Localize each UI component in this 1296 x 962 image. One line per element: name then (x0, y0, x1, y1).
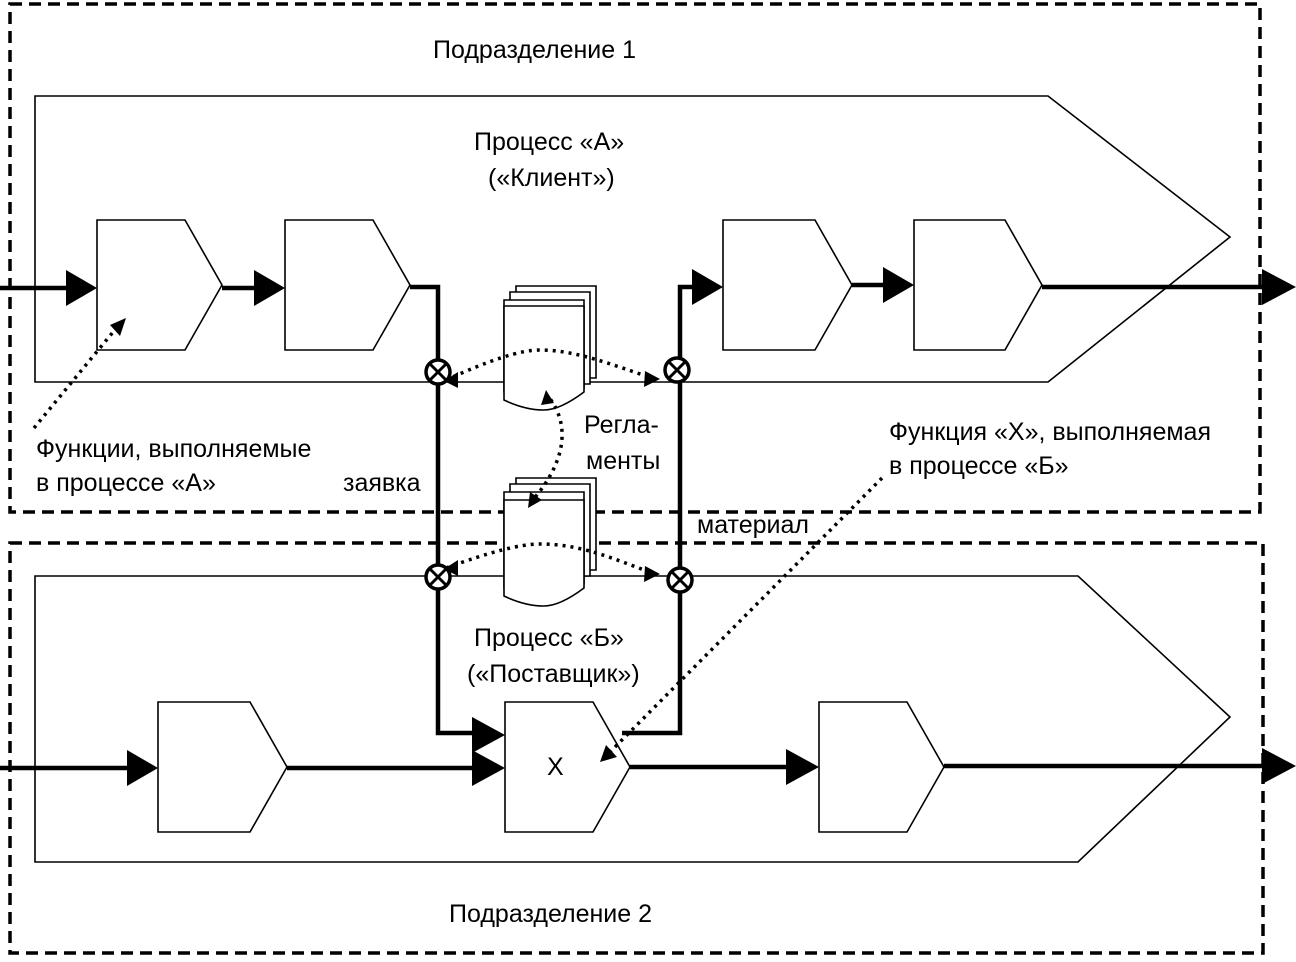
arrowhead-output-b (1262, 748, 1296, 784)
dotted-arrowhead-node-b-right (644, 566, 660, 582)
process-a-subtitle: («Клиент») (488, 164, 615, 192)
division-2-boundary (8, 541, 1265, 955)
dotted-link-functions-a (32, 324, 120, 430)
flow-material (622, 284, 698, 736)
arrowhead-a3 (692, 269, 723, 305)
process-b-subtitle: («Поставщик») (467, 660, 640, 688)
function-block-a4 (913, 219, 1043, 351)
function-block-b3 (818, 701, 945, 833)
function-block-b1 (157, 701, 288, 833)
arrowhead-request-x (472, 717, 505, 753)
function-x-symbol: Х (547, 753, 564, 781)
functions-a-label-line1: Функции, выполняемые (36, 435, 311, 463)
dotted-link-function-x (608, 476, 884, 754)
regulations-label-line1: Регла- (584, 411, 659, 439)
arrowhead-a2 (254, 270, 285, 306)
dotted-arrowhead-node-a-right (644, 371, 660, 387)
function-x-label-line2: в процессе «Б» (889, 452, 1069, 480)
regulations-document-a (503, 285, 597, 411)
regulations-document-b (503, 477, 597, 607)
dotted-link-regulations-a (445, 348, 653, 382)
functions-a-label-line2: в процессе «А» (36, 469, 216, 497)
dotted-arrowhead-function-x (600, 745, 617, 762)
arrowhead-b1-x (472, 750, 505, 786)
junction-node-b-left (424, 563, 452, 591)
function-block-x (504, 701, 631, 833)
division-2-label: Подразделение 2 (449, 900, 652, 928)
division-1-label: Подразделение 1 (433, 36, 636, 64)
dotted-link-regulations-b (445, 542, 653, 575)
division-1-boundary (8, 2, 1262, 514)
function-block-a1 (96, 219, 223, 351)
regulations-label-line2: менты (586, 447, 660, 475)
function-block-a2 (284, 219, 411, 351)
dotted-arrowhead-reg-up (541, 390, 554, 405)
function-block-a3 (722, 219, 853, 351)
arrowhead-input-b (127, 750, 158, 786)
process-a-title: Процесс «А» (474, 128, 624, 156)
process-a-shape (34, 95, 1232, 383)
dotted-arrowhead-node-b-left (444, 560, 458, 576)
request-label: заявка (343, 469, 421, 497)
arrowhead-b3 (786, 749, 819, 785)
dotted-arrowhead-reg-down (528, 492, 542, 508)
arrowhead-output-a (1262, 269, 1296, 305)
material-label: материал (697, 511, 809, 539)
junction-node-a-right (663, 356, 691, 384)
dotted-arrowhead-functions-a (110, 318, 126, 336)
dotted-arrowhead-node-a-left (444, 372, 458, 388)
process-b-title: Процесс «Б» (474, 624, 624, 652)
flow-request (410, 284, 478, 736)
arrowhead-input-a (66, 270, 97, 306)
dotted-link-regulations (528, 394, 564, 505)
arrowhead-a4 (883, 267, 914, 303)
function-x-label-line1: Функция «Х», выполняемая (889, 418, 1211, 446)
junction-node-b-right (666, 566, 694, 594)
junction-node-a-left (424, 358, 452, 386)
